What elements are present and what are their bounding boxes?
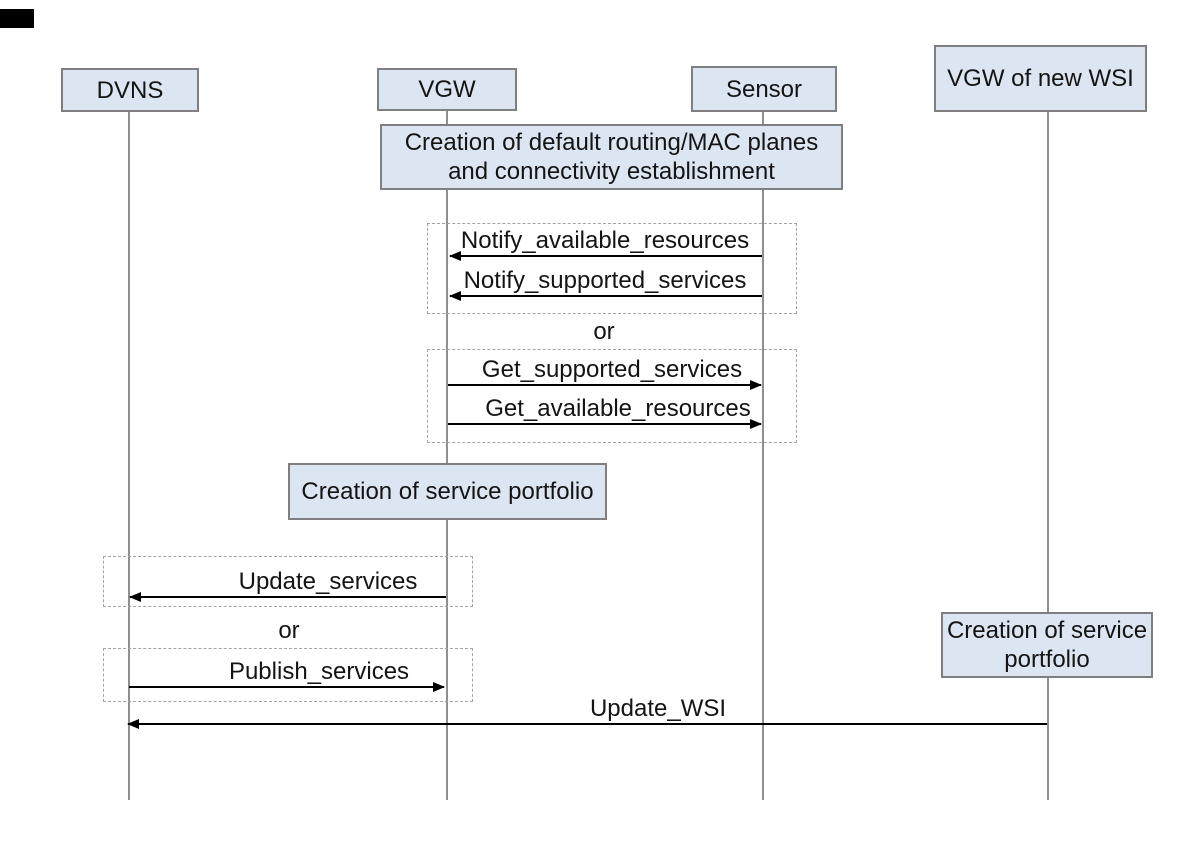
operator-or-notify-get: or xyxy=(593,318,615,345)
message-label-notify-available-resources: Notify_available_resources xyxy=(460,227,750,254)
actor-box-dvns: DVNS xyxy=(61,68,199,112)
actor-box-vgw-new-wsi: VGW of new WSI xyxy=(934,45,1147,112)
actor-label-dvns: DVNS xyxy=(96,76,164,104)
dashed-frame-get xyxy=(427,349,797,443)
activity-routing-line1: Creation of default routing/MAC planes xyxy=(404,129,819,156)
message-label-update-wsi: Update_WSI xyxy=(589,695,727,722)
lifeline-vgw xyxy=(446,111,448,800)
activity-routing-line2: and connectivity establishment xyxy=(448,158,775,185)
operator-or-update-publish: or xyxy=(278,617,300,644)
lifeline-vgw-new-wsi xyxy=(1047,112,1049,800)
activity-box-portfolio-vgw: Creation of service portfolio xyxy=(288,463,607,520)
activity-portfolio-wsi-line1: Creation of service xyxy=(946,617,1148,644)
message-label-get-supported-services: Get_supported_services xyxy=(481,356,743,383)
message-label-notify-supported-services: Notify_supported_services xyxy=(463,267,747,294)
activity-portfolio-vgw-label: Creation of service portfolio xyxy=(301,478,594,505)
message-label-update-services: Update_services xyxy=(238,568,418,595)
actor-box-vgw: VGW xyxy=(377,68,517,111)
message-label-get-available-resources: Get_available_resources xyxy=(485,395,751,422)
activity-portfolio-wsi-line2: portfolio xyxy=(1004,646,1090,673)
lifeline-dvns xyxy=(128,112,130,800)
activity-box-portfolio-wsi: Creation of service portfolio xyxy=(941,612,1153,678)
actor-box-sensor: Sensor xyxy=(691,66,837,112)
scan-artifact-mark xyxy=(0,9,34,28)
actor-label-vgw-new-wsi: VGW of new WSI xyxy=(947,65,1134,92)
activity-box-routing: Creation of default routing/MAC planes a… xyxy=(380,124,843,190)
message-label-publish-services: Publish_services xyxy=(228,658,410,685)
dashed-frame-update-services xyxy=(103,556,473,607)
dashed-frame-notify xyxy=(427,223,797,314)
dashed-frame-publish-services xyxy=(103,648,473,702)
actor-label-sensor: Sensor xyxy=(725,75,803,103)
actor-label-vgw: VGW xyxy=(418,76,476,103)
lifeline-sensor xyxy=(762,112,764,800)
